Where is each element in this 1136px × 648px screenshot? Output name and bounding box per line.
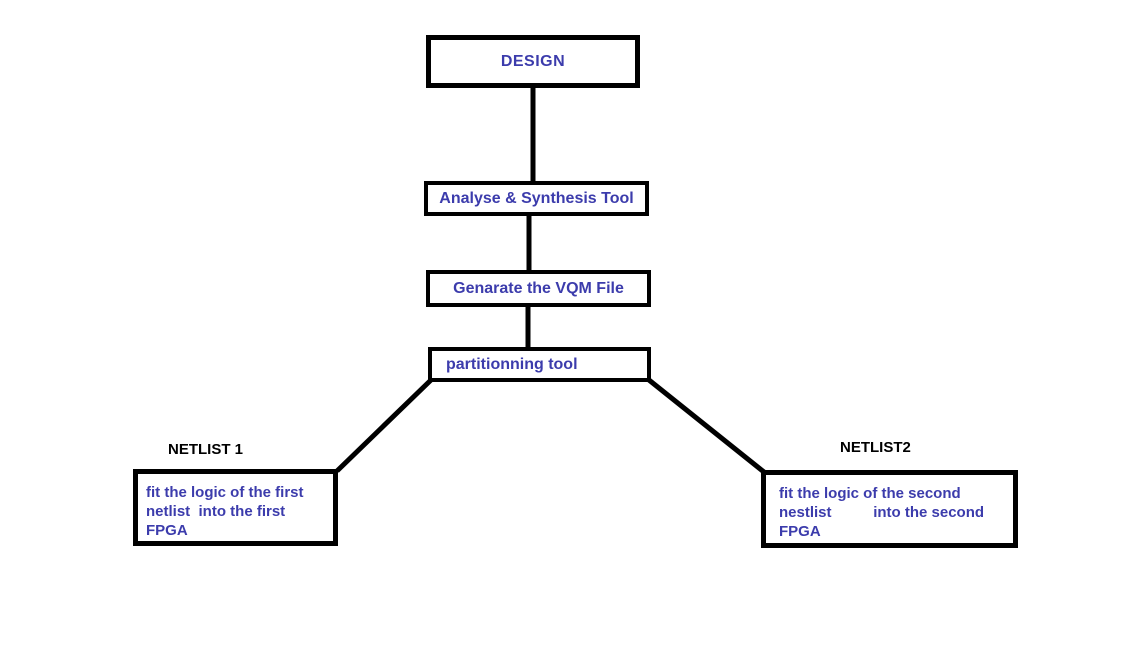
node-analyse-synthesis-tool-label: Analyse & Synthesis Tool [439, 189, 634, 207]
connector-partitioning-to-netlist1 [335, 378, 433, 473]
netlist2-text-line3: FPGA [779, 523, 821, 540]
netlist2-text-line2: nestlist into the second [779, 504, 985, 521]
node-design-label: DESIGN [500, 52, 566, 70]
node-generate-vqm-file-label: Genarate the VQM File [453, 279, 624, 297]
node-partitioning-tool-label: partitionning tool [446, 355, 578, 373]
node-partitioning-tool: partitionning tool [428, 347, 651, 382]
node-netlist1: fit the logic of the first netlist into … [133, 469, 338, 546]
connector-partitioning-to-netlist2 [647, 378, 766, 474]
netlist2-text-line1: fit the logic of the second [779, 485, 961, 502]
netlist1-caption: NETLIST 1 [168, 441, 244, 458]
netlist2-caption: NETLIST2 [840, 439, 911, 456]
node-design: DESIGN [426, 35, 640, 88]
node-netlist2: fit the logic of the second nestlist int… [761, 470, 1018, 548]
netlist1-text-line2: netlist into the first [146, 503, 286, 520]
node-analyse-synthesis-tool: Analyse & Synthesis Tool [424, 181, 649, 216]
netlist1-text-line3: FPGA [146, 522, 188, 539]
node-generate-vqm-file: Genarate the VQM File [426, 270, 651, 307]
netlist1-text-line1: fit the logic of the first [146, 484, 304, 501]
